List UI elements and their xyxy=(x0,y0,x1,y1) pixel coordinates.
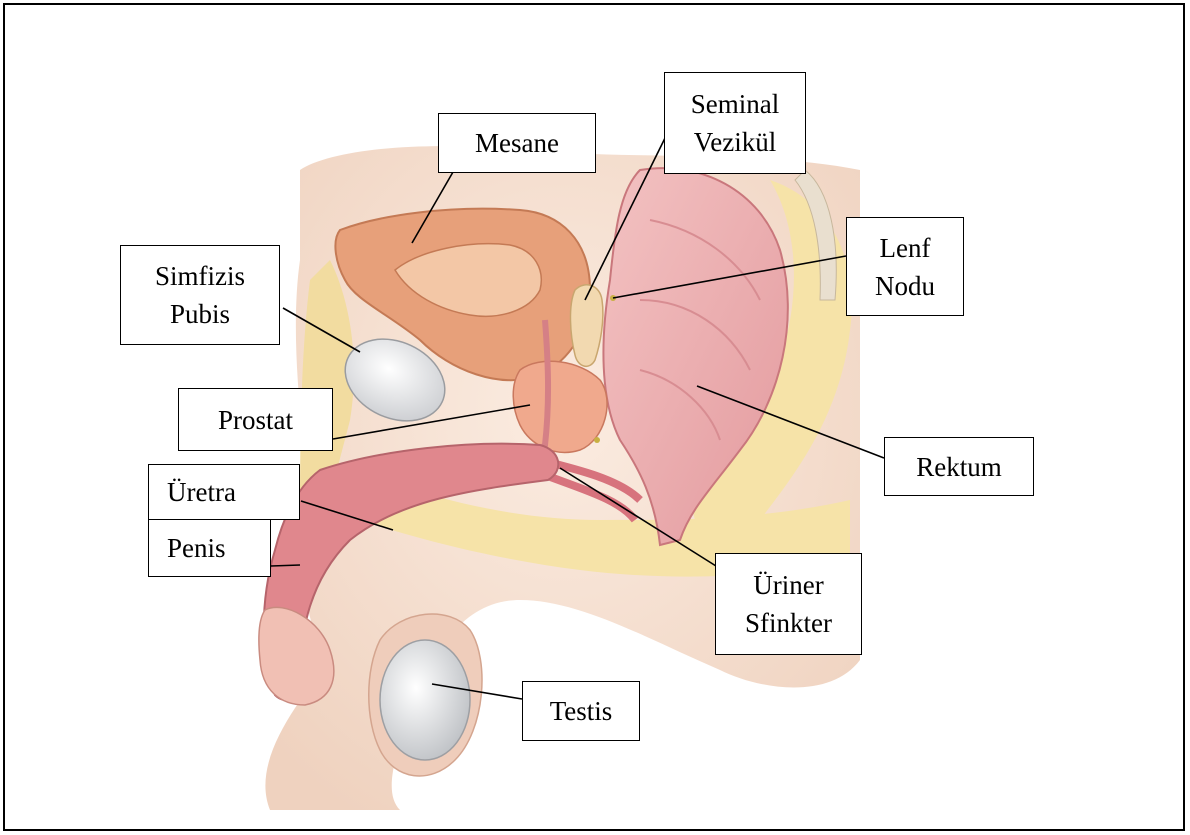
leader-penis xyxy=(271,565,300,566)
label-penis: Penis xyxy=(148,519,271,577)
label-simfizis-pubis: Simfizis Pubis xyxy=(120,245,280,345)
label-uriner-sfinkter: Üriner Sfinkter xyxy=(715,553,862,655)
testis-shape xyxy=(380,640,470,760)
label-prostat: Prostat xyxy=(178,388,333,451)
label-mesane: Mesane xyxy=(438,113,596,173)
label-seminal-vezikul: Seminal Vezikül xyxy=(664,72,806,174)
label-uretra: Üretra xyxy=(148,464,300,520)
label-lenf-nodu: Lenf Nodu xyxy=(846,217,964,316)
label-rektum: Rektum xyxy=(884,437,1034,496)
label-testis: Testis xyxy=(522,681,640,741)
lymph-node-dot xyxy=(594,437,600,443)
